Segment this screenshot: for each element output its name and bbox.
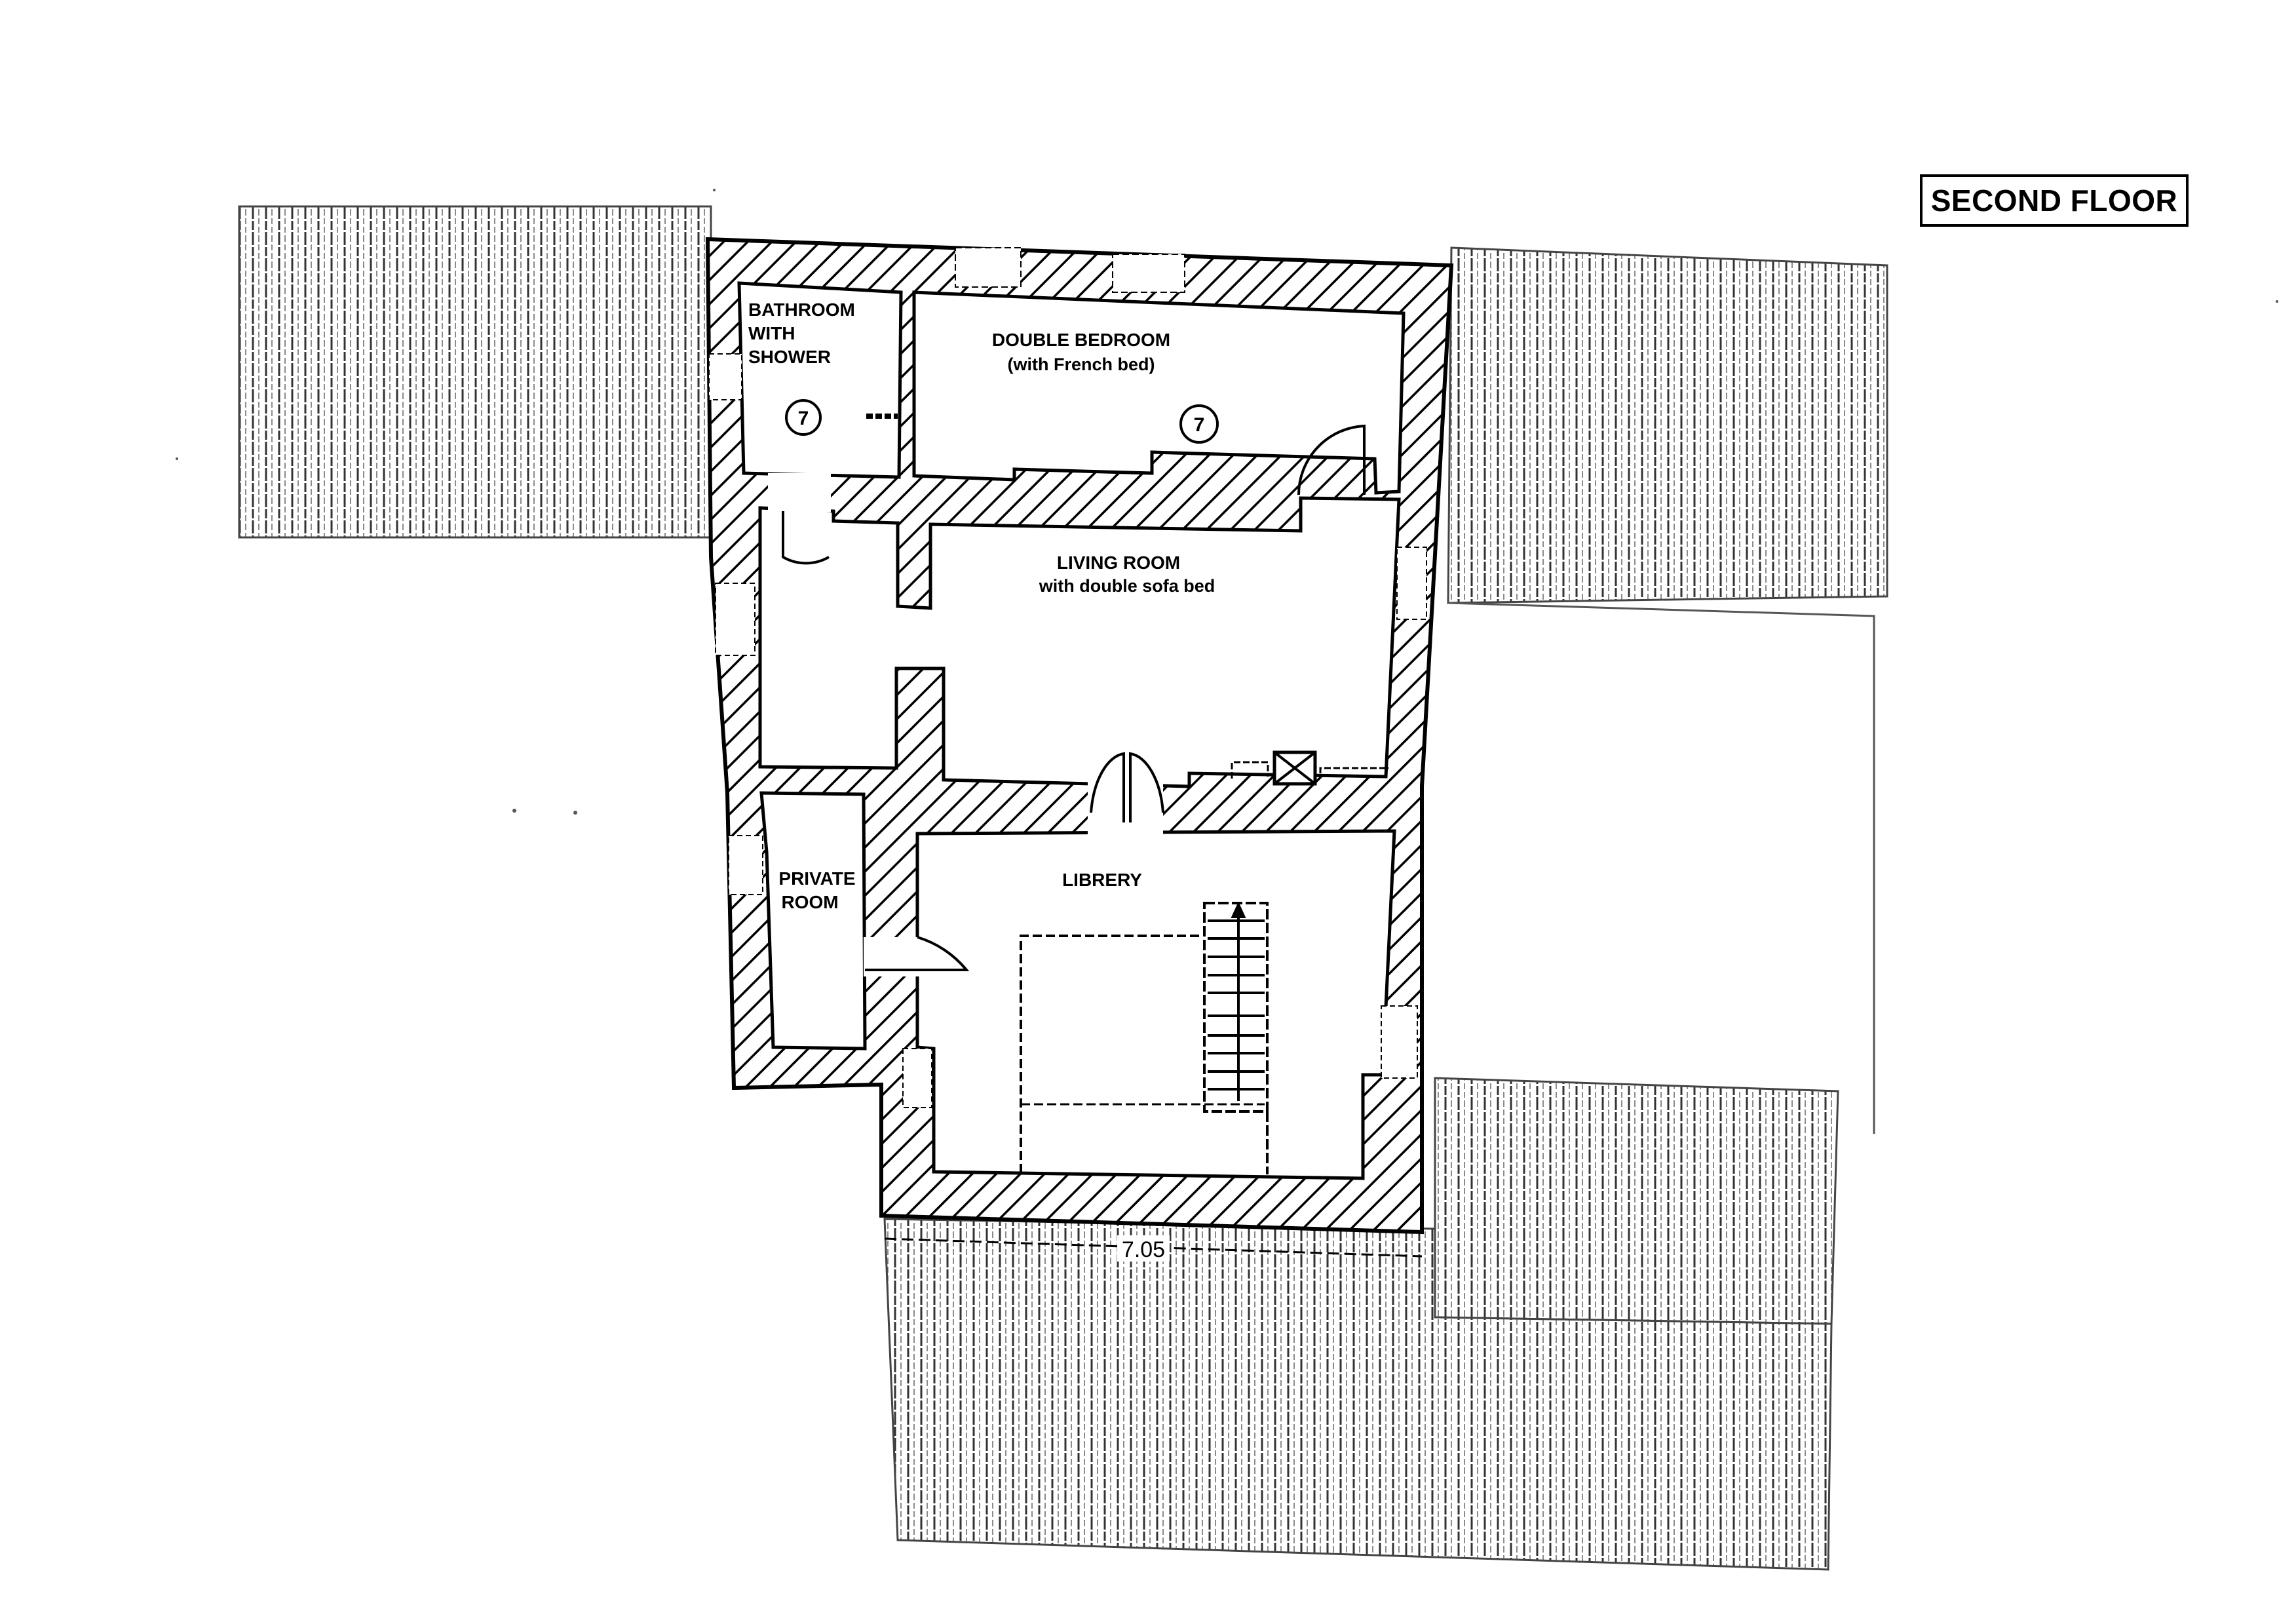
window <box>1112 254 1185 293</box>
roof-area-bottom-right <box>1434 1077 1839 1325</box>
room-labels: BATHROOM WITH SHOWER 7 DOUBLE BEDROOM (w… <box>748 299 1219 912</box>
roof-area-bottom <box>883 1218 1833 1571</box>
living-room-floor <box>758 496 1401 788</box>
double-bedroom-marker-number: 7 <box>1194 414 1205 436</box>
window <box>902 1048 932 1108</box>
chimney-box <box>1231 750 1389 786</box>
roof-area-top-right <box>1447 246 1888 604</box>
windows <box>708 247 1427 1108</box>
library-door-swing-right <box>1129 752 1164 822</box>
double-bedroom-label-line2: (with French bed) <box>1008 355 1155 374</box>
library-door-swing-left <box>1090 752 1125 822</box>
living-room-label-line1: LIVING ROOM <box>1057 552 1180 573</box>
bathroom-label-line2: WITH <box>748 323 795 343</box>
roof-area-top-left <box>238 205 712 539</box>
bathroom-floor <box>737 281 903 479</box>
window <box>715 583 756 656</box>
roof-area-right-outline <box>1447 602 1875 1134</box>
hall-gap <box>768 473 831 512</box>
dimension-line: 7.05 <box>884 1235 1423 1262</box>
roof-areas <box>238 205 1888 1571</box>
living-room-label-line2: with double sofa bed <box>1039 576 1215 596</box>
bathroom-label-line3: SHOWER <box>748 347 831 367</box>
library-opening <box>1088 773 1163 836</box>
scan-specks <box>176 189 2278 815</box>
chimney-niche <box>1231 761 1269 779</box>
window <box>1396 547 1427 620</box>
stair-flight <box>1203 902 1269 1113</box>
private-room-door-swing <box>865 936 970 971</box>
double-bedroom-floor <box>912 290 1406 495</box>
private-room-floor <box>759 791 867 1051</box>
stair-arrow-icon <box>1231 901 1246 918</box>
doors <box>782 414 1366 971</box>
window <box>1381 1005 1418 1079</box>
bathroom-marker-number: 7 <box>798 408 809 429</box>
library-floor <box>915 829 1396 1180</box>
floor-title: SECOND FLOOR <box>1920 174 2189 227</box>
chimney-niche-right <box>1319 767 1389 773</box>
walls <box>705 237 1454 1235</box>
flue-cross <box>1273 751 1316 785</box>
private-room-label-line1: PRIVATE <box>778 868 855 889</box>
bathroom-label-line1: BATHROOM <box>748 299 855 320</box>
dimension-label: 7.05 <box>1122 1237 1165 1262</box>
window <box>708 353 742 400</box>
bathroom-marker <box>785 399 822 436</box>
bathroom-door-swing <box>782 511 830 565</box>
double-bedroom-marker <box>1179 404 1219 444</box>
bedroom-door-swing <box>1297 424 1366 495</box>
staircase <box>1020 901 1269 1174</box>
stair-treads <box>1208 919 1265 1091</box>
library-label: LIBRERY <box>1062 870 1142 890</box>
window <box>955 247 1022 288</box>
private-room-label-line2: ROOM <box>781 892 838 912</box>
double-bedroom-label-line1: DOUBLE BEDROOM <box>992 330 1170 350</box>
window <box>728 835 763 895</box>
void-outline <box>1020 935 1200 1173</box>
